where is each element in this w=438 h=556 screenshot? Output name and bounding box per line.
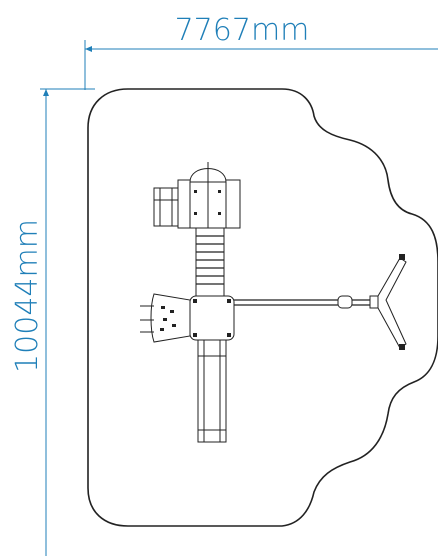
long-slide	[197, 339, 227, 443]
top-slide	[153, 187, 179, 227]
main-tower	[189, 295, 235, 341]
width-dimension-label: 7767mm	[175, 13, 310, 48]
zipline-beam	[234, 295, 378, 309]
height-dimension-label: 10044mm	[10, 219, 45, 373]
zipline-end-support	[369, 254, 407, 350]
width-dimension: 7767mm	[84, 13, 438, 90]
width-arrow-left-icon	[85, 46, 92, 52]
height-dimension: 10044mm	[10, 88, 95, 556]
height-arrow-top-icon	[43, 89, 49, 96]
side-activity-panel	[140, 293, 191, 343]
connecting-bridge	[195, 227, 225, 297]
